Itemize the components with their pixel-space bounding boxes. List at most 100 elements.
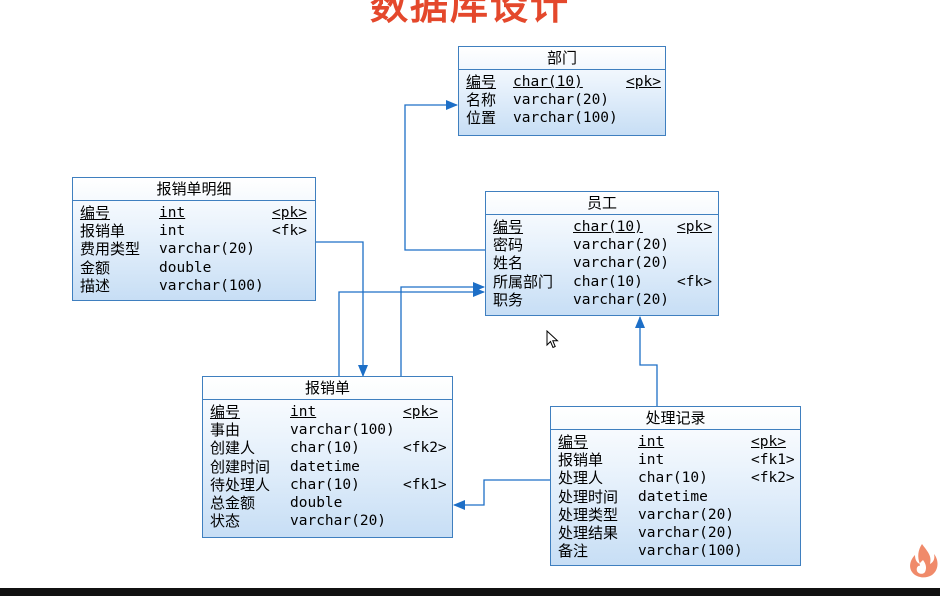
column-row: 密码 varchar(20) bbox=[493, 236, 712, 254]
entity-process-record-title: 处理记录 bbox=[551, 407, 800, 430]
column-row: 状态 varchar(20) bbox=[210, 512, 446, 530]
column-row: 金额 double bbox=[80, 259, 309, 277]
column-type: int bbox=[159, 205, 186, 221]
entity-claim[interactable]: 报销单 编号 int <pk> 事由 varchar(100) 创建人 char… bbox=[202, 376, 453, 538]
column-row: 费用类型 varchar(20) bbox=[80, 240, 309, 258]
column-name: 描述 bbox=[80, 276, 111, 295]
column-key: <fk2> bbox=[751, 470, 795, 487]
column-name: 编号 bbox=[210, 403, 241, 421]
column-row: 事由 varchar(100) bbox=[210, 421, 446, 439]
column-row: 总金额 double bbox=[210, 494, 446, 512]
column-key: <pk> bbox=[677, 219, 712, 235]
column-name: 费用类型 bbox=[80, 240, 141, 259]
column-type: double bbox=[290, 494, 343, 511]
column-type: char(10) bbox=[638, 470, 708, 487]
column-name: 待处理人 bbox=[210, 475, 271, 494]
column-name: 总金额 bbox=[210, 493, 256, 512]
column-type: int bbox=[290, 404, 317, 420]
column-row: 处理类型 varchar(20) bbox=[558, 506, 794, 524]
column-name: 报销单 bbox=[558, 451, 604, 470]
column-type: varchar(100) bbox=[513, 110, 618, 127]
column-key: <pk> bbox=[403, 404, 438, 420]
column-name: 处理类型 bbox=[558, 505, 619, 524]
column-name: 编号 bbox=[466, 73, 497, 91]
link-employee-dept bbox=[404, 100, 487, 251]
entity-process-record[interactable]: 处理记录 编号 int <pk> 报销单 int <fk1> 处理人 char(… bbox=[550, 406, 801, 566]
column-type: char(10) bbox=[290, 476, 360, 493]
link-claim-employee-1 bbox=[338, 287, 485, 377]
column-key: <pk> bbox=[272, 205, 307, 221]
column-row: 备注 varchar(100) bbox=[558, 542, 794, 560]
column-type: char(10) bbox=[290, 440, 360, 457]
column-name: 所属部门 bbox=[493, 272, 554, 291]
column-row: 位置 varchar(100) bbox=[466, 109, 659, 127]
column-type: varchar(20) bbox=[159, 241, 256, 258]
column-type: varchar(20) bbox=[638, 524, 735, 541]
column-type: int bbox=[638, 452, 665, 469]
column-row: 编号 int <pk> bbox=[558, 433, 794, 451]
link-record-claim bbox=[453, 479, 550, 510]
column-key: <pk> bbox=[751, 434, 786, 450]
column-type: varchar(100) bbox=[159, 277, 264, 294]
column-type: datetime bbox=[638, 488, 708, 505]
column-key: <fk2> bbox=[403, 440, 447, 457]
column-key: <pk> bbox=[626, 74, 661, 90]
column-row: 创建人 char(10) <fk2> bbox=[210, 439, 447, 458]
column-key: <fk1> bbox=[403, 476, 447, 493]
column-name: 处理结果 bbox=[558, 523, 619, 542]
column-name: 处理时间 bbox=[558, 487, 619, 506]
column-row: 处理结果 varchar(20) bbox=[558, 524, 794, 542]
column-type: char(10) bbox=[573, 273, 643, 290]
column-row: 描述 varchar(100) bbox=[80, 277, 309, 295]
column-name: 编号 bbox=[558, 433, 589, 451]
column-name: 密码 bbox=[493, 236, 524, 255]
column-row: 名称 varchar(20) bbox=[466, 91, 659, 109]
entity-claim-title: 报销单 bbox=[203, 377, 452, 400]
column-type: char(10) bbox=[513, 74, 583, 90]
column-type: varchar(20) bbox=[638, 506, 735, 523]
column-name: 职务 bbox=[493, 290, 524, 309]
column-row: 报销单 int <fk1> bbox=[558, 451, 795, 470]
column-name: 编号 bbox=[80, 204, 111, 222]
entity-claim-detail[interactable]: 报销单明细 编号 int <pk> 报销单 int <fk> 费用类型 varc… bbox=[72, 177, 316, 301]
column-type: double bbox=[159, 259, 212, 276]
entity-claim-detail-title: 报销单明细 bbox=[73, 178, 315, 201]
column-key: <fk> bbox=[677, 273, 712, 290]
column-name: 状态 bbox=[210, 512, 241, 531]
entity-employee-title: 员工 bbox=[486, 192, 718, 215]
column-key: <fk1> bbox=[751, 452, 795, 469]
bottom-bar bbox=[0, 588, 940, 596]
column-row: 编号 char(10) <pk> bbox=[466, 73, 661, 91]
column-row: 报销单 int <fk> bbox=[80, 222, 309, 240]
page-title: 数据库设计 bbox=[369, 0, 570, 28]
entity-dept[interactable]: 部门 编号 char(10) <pk> 名称 varchar(20) 位置 va… bbox=[458, 46, 666, 136]
flame-logo-icon bbox=[910, 544, 938, 578]
column-type: varchar(20) bbox=[573, 291, 670, 308]
column-name: 事由 bbox=[210, 421, 241, 440]
column-type: varchar(20) bbox=[290, 513, 387, 530]
column-type: varchar(20) bbox=[573, 255, 670, 272]
column-name: 位置 bbox=[466, 109, 497, 128]
column-row: 所属部门 char(10) <fk> bbox=[493, 273, 712, 291]
column-name: 备注 bbox=[558, 542, 589, 561]
column-type: varchar(20) bbox=[573, 237, 670, 254]
entity-employee[interactable]: 员工 编号 char(10) <pk> 密码 varchar(20) 姓名 va… bbox=[485, 191, 719, 316]
column-row: 姓名 varchar(20) bbox=[493, 254, 712, 272]
column-type: varchar(100) bbox=[290, 422, 395, 439]
column-key: <fk> bbox=[272, 223, 307, 240]
column-row: 编号 char(10) <pk> bbox=[493, 218, 712, 236]
column-name: 创建人 bbox=[210, 439, 256, 458]
link-claim-employee-2 bbox=[400, 282, 485, 377]
column-name: 处理人 bbox=[558, 469, 604, 488]
column-row: 处理人 char(10) <fk2> bbox=[558, 469, 795, 488]
link-record-employee bbox=[635, 316, 658, 406]
column-row: 待处理人 char(10) <fk1> bbox=[210, 475, 447, 494]
column-row: 处理时间 datetime bbox=[558, 488, 794, 506]
column-row: 编号 int <pk> bbox=[80, 204, 309, 222]
column-row: 创建时间 datetime bbox=[210, 458, 446, 476]
column-name: 姓名 bbox=[493, 254, 524, 273]
column-name: 金额 bbox=[80, 258, 111, 277]
column-row: 编号 int <pk> bbox=[210, 403, 446, 421]
column-name: 名称 bbox=[466, 91, 497, 110]
